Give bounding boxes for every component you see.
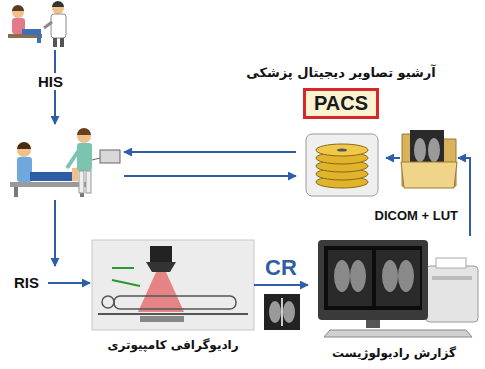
system-label: RIS (12, 274, 41, 291)
pacs-archive: آرشیو تصاویر دیجیتال پزشکیPACS (296, 88, 386, 200)
edge-label: CR (263, 255, 299, 281)
node-heading: آرشیو تصاویر دیجیتال پزشکی (246, 65, 436, 80)
flow-arrow (386, 157, 400, 159)
workstation (318, 240, 478, 337)
doctor-patient-figure (8, 1, 66, 47)
computed-radiography: رادیوگرافی کامپیوتری (92, 240, 254, 330)
node-text: رادیوگرافی کامپیوتری (107, 338, 238, 352)
flow-arrows (48, 50, 296, 283)
cr-machine (92, 240, 254, 330)
dicom-folder: DICOM + LUT (400, 128, 458, 188)
system-label: HIS (36, 73, 65, 90)
node-text: گزارش رادیولوژیست (332, 346, 456, 360)
storage-icon (306, 134, 378, 196)
xray-thumbnail (264, 294, 300, 330)
flow-arrow (458, 158, 470, 236)
flow-arrow (254, 284, 308, 286)
node-text: PACS (303, 88, 379, 119)
radiologist-workstation: گزارش رادیولوژیست (308, 236, 480, 338)
patient-nurse-figure (10, 128, 120, 197)
node-text: DICOM + LUT (375, 208, 458, 223)
folder-icon (401, 130, 457, 188)
